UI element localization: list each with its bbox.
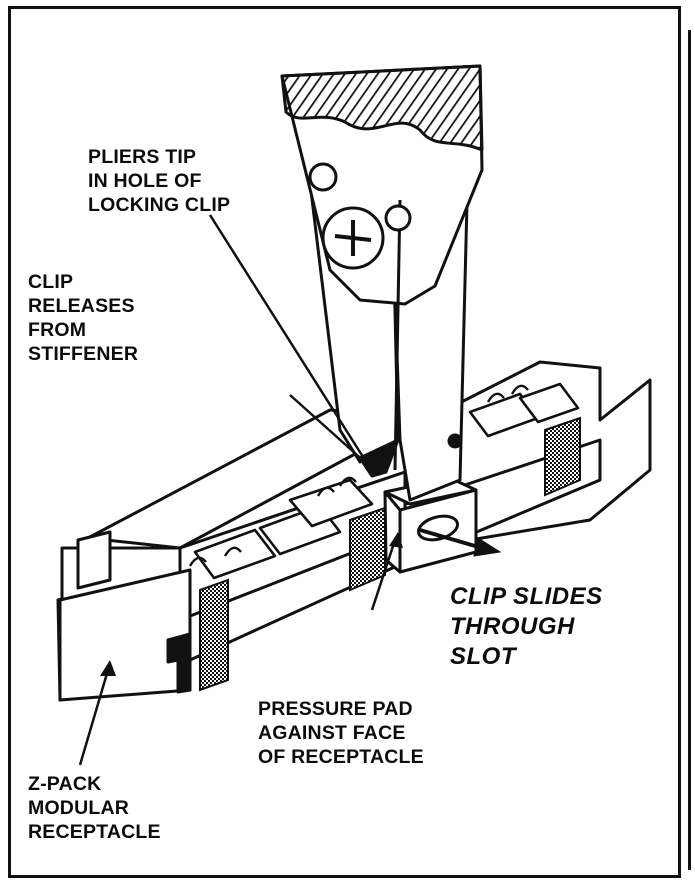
contact-spring-6 <box>510 384 529 395</box>
left-end-notch <box>166 632 192 694</box>
label-line: AGAINST FACE <box>258 722 406 744</box>
arrowhead-z-pack <box>100 660 116 676</box>
label-z-pack: Z-PACK MODULAR RECEPTACLE <box>28 772 161 844</box>
face-panel-right <box>544 416 581 497</box>
left-end-slot <box>76 530 112 590</box>
pliers-hole-right <box>384 204 412 232</box>
label-pressure-pad: PRESSURE PAD AGAINST FACE OF RECEPTACLE <box>258 697 424 769</box>
label-line: STIFFENER <box>28 343 139 365</box>
arrowhead-pressure-pad <box>389 532 403 548</box>
label-line: SLOT <box>450 643 516 670</box>
arrowhead-clip-releases <box>368 460 380 476</box>
label-line: RELEASES <box>28 295 135 317</box>
label-line: CLIP SLIDES <box>450 583 603 610</box>
pliers-cut-section <box>280 64 484 152</box>
label-line: LOCKING CLIP <box>88 194 231 216</box>
label-line: PLIERS TIP <box>88 146 197 168</box>
contact-spring-2 <box>223 546 242 557</box>
label-pliers-tip: PLIERS TIP IN HOLE OF LOCKING CLIP <box>88 145 230 217</box>
label-line: PRESSURE PAD <box>258 698 413 720</box>
label-line: Z-PACK <box>28 773 102 795</box>
contact-spring-3 <box>316 486 335 497</box>
leader-clip-releases <box>289 394 377 473</box>
face-panel-mid <box>349 506 386 592</box>
face-panel-left <box>199 578 229 692</box>
label-line: IN HOLE OF <box>88 170 202 192</box>
label-line: THROUGH <box>450 613 575 640</box>
contact-spring-1 <box>188 556 207 567</box>
label-line: MODULAR <box>28 797 130 819</box>
right-edge-bar <box>688 30 691 870</box>
leader-pliers-tip <box>208 214 372 469</box>
pliers-hole-top <box>308 162 338 192</box>
label-clip-slides: CLIP SLIDES THROUGH SLOT <box>450 582 603 672</box>
contact-spring-5 <box>486 392 505 403</box>
contact-strip-5 <box>518 382 580 424</box>
clip-arrow-shaft <box>419 528 483 550</box>
contact-spring-4 <box>338 476 357 487</box>
leader-z-pack <box>78 669 110 766</box>
label-line: OF RECEPTACLE <box>258 746 424 768</box>
contact-strip-1 <box>193 528 277 580</box>
label-line: FROM <box>28 319 87 341</box>
label-line: CLIP <box>28 271 74 293</box>
clip-block-side <box>383 490 402 574</box>
label-clip-releases: CLIP RELEASES FROM STIFFENER <box>28 270 138 366</box>
pliers-jaw-split <box>393 199 402 471</box>
contact-strip-3 <box>288 478 374 528</box>
pliers-hole-lower <box>447 433 463 449</box>
pliers-screw-cross <box>334 220 372 256</box>
label-line: RECEPTACLE <box>28 821 161 843</box>
leader-pressure-pad <box>370 539 397 611</box>
clip-arrow-head <box>473 537 502 557</box>
